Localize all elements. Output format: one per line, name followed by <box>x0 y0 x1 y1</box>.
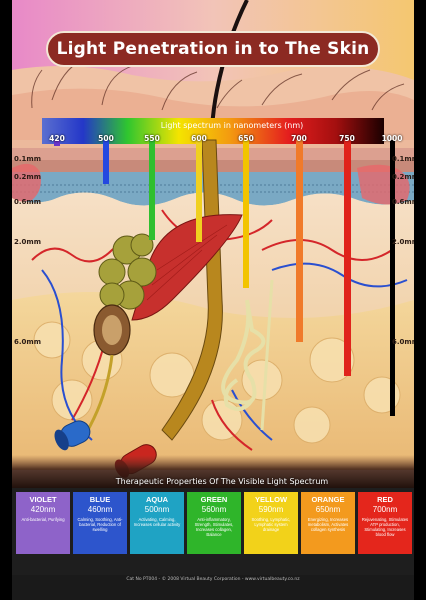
therapy-cards: VIOLET 420nm Anti-bacterial, Purifying B… <box>16 492 412 554</box>
depth-label-left-2: 0.6mm <box>14 198 41 206</box>
card-name: VIOLET <box>29 495 57 504</box>
depth-label-right-4: 6.0mm <box>392 338 414 346</box>
card-description: Anti-bacterial, Purifying <box>21 517 65 522</box>
therapy-card-orange: ORANGE 650nm Energizing, Increases metab… <box>301 492 355 554</box>
card-name: YELLOW <box>254 495 288 504</box>
card-wavelength: 500nm <box>144 505 170 514</box>
depth-label-left-3: 2.0mm <box>14 238 41 246</box>
beam-600 <box>196 140 202 242</box>
skin-cross-section-illustration <box>12 0 414 575</box>
therapy-card-blue: BLUE 460nm Calming, Soothing, Anti-bacte… <box>73 492 127 554</box>
spectrum-label: Light spectrum in nanometers (nm) <box>160 121 304 130</box>
beam-550 <box>149 140 155 240</box>
title-banner: Light Penetration in to The Skin <box>46 31 380 67</box>
card-wavelength: 650nm <box>315 505 341 514</box>
card-description: Anti-inflammatory, Strength, Stimulates,… <box>194 517 234 537</box>
card-wavelength: 420nm <box>30 505 56 514</box>
depth-label-right-0: 0.1mm <box>392 155 414 163</box>
card-name: RED <box>377 495 393 504</box>
depth-label-right-2: 0.6mm <box>392 198 414 206</box>
therapy-card-violet: VIOLET 420nm Anti-bacterial, Purifying <box>16 492 70 554</box>
nm-label-500: 500 <box>98 134 114 143</box>
card-description: Calming, Soothing, Anti-bacterial, Reduc… <box>77 517 123 532</box>
therapy-card-yellow: YELLOW 590nm Soothing, Lymphatic, Lympha… <box>244 492 298 554</box>
nm-label-750: 750 <box>339 134 355 143</box>
beam-500 <box>103 140 109 184</box>
depth-label-left-1: 0.2mm <box>14 173 41 181</box>
card-name: ORANGE <box>311 495 345 504</box>
card-wavelength: 460nm <box>87 505 113 514</box>
therapy-title: Therapeutic Properties Of The Visible Li… <box>115 477 329 486</box>
beam-650 <box>243 140 249 288</box>
card-name: BLUE <box>89 495 111 504</box>
beam-700 <box>296 140 303 342</box>
nm-label-700: 700 <box>291 134 307 143</box>
card-description: Rejuvenating, Stimulates ATP production,… <box>361 517 409 537</box>
nm-label-550: 550 <box>144 134 160 143</box>
nm-label-650: 650 <box>238 134 254 143</box>
poster: Light Penetration in to The Skin Light s… <box>12 0 414 600</box>
therapy-card-green: GREEN 560nm Anti-inflammatory, Strength,… <box>187 492 241 554</box>
footer-text: Cat No PT004 - © 2008 Virtual Beauty Cor… <box>126 577 300 582</box>
depth-label-right-3: 2.0mm <box>392 238 414 246</box>
card-description: Energizing, Increases metabolism, Activa… <box>307 517 349 532</box>
footer: Cat No PT004 - © 2008 Virtual Beauty Cor… <box>12 575 414 600</box>
card-wavelength: 700nm <box>372 505 398 514</box>
light-beams <box>54 140 395 416</box>
card-description: Soothing, Lymphatic, Lymphatic system dr… <box>251 517 291 532</box>
nm-label-420: 420 <box>49 134 65 143</box>
nm-label-600: 600 <box>191 134 207 143</box>
nm-label-1000: 1000 <box>381 134 403 143</box>
beam-750 <box>344 140 351 376</box>
beam-420 <box>54 140 60 146</box>
card-wavelength: 560nm <box>201 505 227 514</box>
page-title: Light Penetration in to The Skin <box>56 39 370 59</box>
depth-label-left-0: 0.1mm <box>14 155 41 163</box>
card-wavelength: 590nm <box>258 505 284 514</box>
beam-1000 <box>390 140 395 416</box>
card-name: AQUA <box>145 495 169 504</box>
card-description: Activating, Calming, Increases cellular … <box>133 517 181 527</box>
therapy-card-red: RED 700nm Rejuvenating, Stimulates ATP p… <box>358 492 412 554</box>
therapy-card-aqua: AQUA 500nm Activating, Calming, Increase… <box>130 492 184 554</box>
depth-label-right-1: 0.2mm <box>392 173 414 181</box>
card-name: GREEN <box>200 495 228 504</box>
depth-label-left-4: 6.0mm <box>14 338 41 346</box>
